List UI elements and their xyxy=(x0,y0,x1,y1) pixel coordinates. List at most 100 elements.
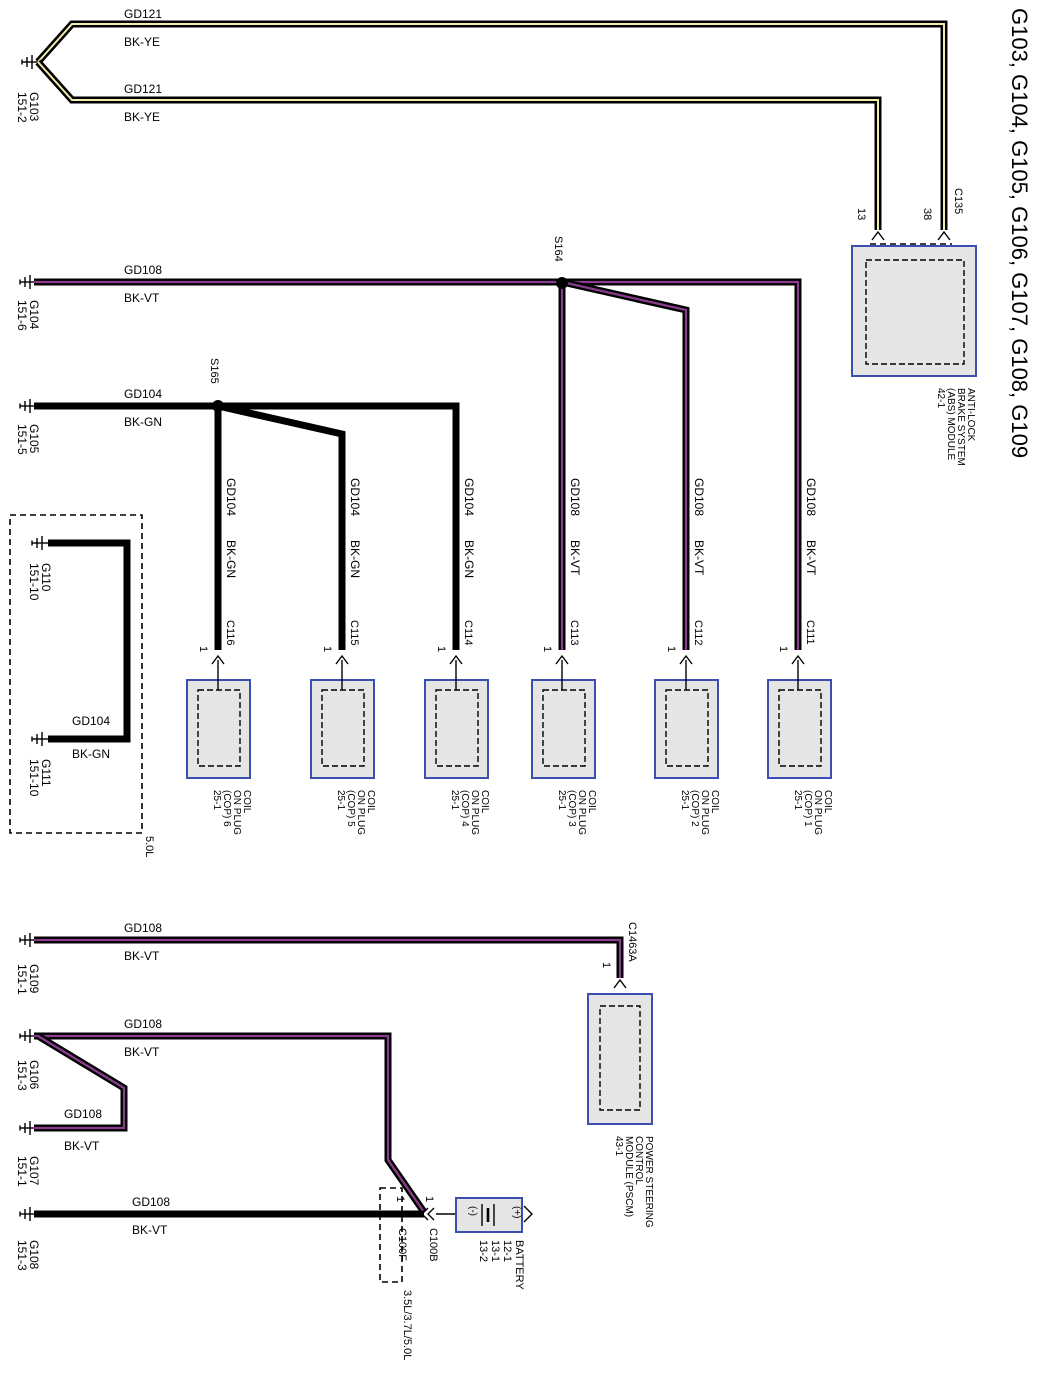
ground-g104: G104 151-6 xyxy=(15,274,41,331)
pscm-label-line3: MODULE (PSCM) xyxy=(623,1136,634,1217)
abs-label-line3: (ABS) MODULE xyxy=(945,388,956,461)
wire-gd108-g108-color: BK-VT xyxy=(132,1223,168,1237)
battery: (-) (+) BATTERY 12-1 13-1 13-2 xyxy=(436,1197,533,1290)
wire-gd108-g106-circuit: GD108 xyxy=(124,1017,162,1031)
wire-gd121-bottom-circuit: GD121 xyxy=(124,82,162,96)
diagram-title: G103, G104, G105, G106, G107, G108, G109 xyxy=(1007,8,1032,458)
coil-cop1-name: COIL xyxy=(822,790,833,814)
branch-1-circuit: GD104 xyxy=(224,478,238,516)
wire-gd108-main-circuit: GD108 xyxy=(124,263,162,277)
coil-cop2: C112 1 COIL ON PLUG (COP) 2 25-1 xyxy=(654,620,720,835)
ground-g105-location: 151-5 xyxy=(15,424,29,455)
wire-gd104-50l-color: BK-GN xyxy=(72,747,110,761)
coil-cop4-ref: 25-1 xyxy=(449,790,460,810)
ground-g111-location: 151-10 xyxy=(27,759,41,797)
ground-g110: G110 151-10 xyxy=(27,535,53,601)
branch-6-circuit: GD108 xyxy=(804,478,818,516)
coil-cop4-name: COIL xyxy=(479,790,490,814)
battery-ref3: 13-2 xyxy=(477,1240,489,1262)
pscm-label-line1: POWER STEERING xyxy=(643,1136,654,1228)
coil-cop6-line2: ON PLUG xyxy=(231,790,242,835)
branch-5-circuit: GD108 xyxy=(692,478,706,516)
branch-4-color: BK-VT xyxy=(568,540,582,576)
battery-name: BATTERY xyxy=(513,1240,525,1290)
branch-1-color: BK-GN xyxy=(224,540,238,578)
abs-label-line1: ANTI-LOCK xyxy=(965,388,976,442)
splice-s164-label: S164 xyxy=(552,236,564,262)
wire-gd108-g109-circuit: GD108 xyxy=(124,921,162,935)
ground-g107-name: G107 xyxy=(27,1156,41,1186)
coil-cop4-connector: C114 xyxy=(462,620,474,645)
coil-cop3-line3: (COP) 3 xyxy=(566,790,577,827)
coil-cop2-line3: (COP) 2 xyxy=(689,790,700,827)
coil-cop5-pin: 1 xyxy=(321,646,333,652)
coil-cop1-ref: 25-1 xyxy=(792,790,803,810)
ground-g103-location: 151-2 xyxy=(15,92,29,123)
coil-cop1-line2: ON PLUG xyxy=(812,790,823,835)
coil-cop3-connector: C113 xyxy=(568,620,580,645)
coil-cop6: C116 1 COIL ON PLUG (COP) 6 25-1 xyxy=(186,620,252,835)
pscm-label-ref: 43-1 xyxy=(613,1136,624,1156)
c100f-pin: 1 xyxy=(394,1196,406,1202)
coil-cop6-name: COIL xyxy=(241,790,252,814)
coil-cop2-line2: ON PLUG xyxy=(699,790,710,835)
coil-cop2-pin: 1 xyxy=(665,646,677,652)
coil-cop3-line2: ON PLUG xyxy=(576,790,587,835)
coil-cop1: C111 1 COIL ON PLUG (COP) 1 25-1 xyxy=(767,620,833,835)
pscm-pin: 1 xyxy=(600,962,612,968)
coil-cop2-ref: 25-1 xyxy=(679,790,690,810)
c100-engines-label: 3.5L/3.7L/5.0L xyxy=(401,1290,413,1360)
c100f-label: C100F xyxy=(396,1228,408,1261)
coil-cop5-connector: C115 xyxy=(348,620,360,645)
wire-gd108-g109-color: BK-VT xyxy=(124,949,160,963)
ground-g106-name: G106 xyxy=(27,1060,41,1090)
coil-cop5-line2: ON PLUG xyxy=(355,790,366,835)
coil-cop5-name: COIL xyxy=(365,790,376,814)
wire-gd108-g107 xyxy=(34,1033,128,1132)
abs-pin-13: 13 xyxy=(855,208,867,220)
ground-g106-location: 151-3 xyxy=(15,1060,29,1091)
coil-cop4-line2: ON PLUG xyxy=(469,790,480,835)
splice-s164 xyxy=(556,277,568,289)
wire-gd104-main-color: BK-GN xyxy=(124,415,162,429)
ground-g106: G106 151-3 xyxy=(15,1028,41,1091)
ground-g103: G103 151-2 xyxy=(15,54,41,123)
ground-g104-location: 151-6 xyxy=(15,300,29,331)
wire-gd108-g108-circuit: GD108 xyxy=(132,1195,170,1209)
abs-label-ref: 42-1 xyxy=(935,388,946,408)
wire-gd108-main xyxy=(34,278,802,650)
branch-4-circuit: GD108 xyxy=(568,478,582,516)
engine-5-0l-box xyxy=(9,514,143,834)
coil-cop3-pin: 1 xyxy=(541,646,553,652)
coil-cop3: C113 1 COIL ON PLUG (COP) 3 25-1 xyxy=(531,620,597,835)
wire-gd121 xyxy=(35,20,948,230)
branch-5-color: BK-VT xyxy=(692,540,706,576)
battery-plus: (+) xyxy=(511,1206,522,1219)
wire-gd121-top-circuit: GD121 xyxy=(124,7,162,21)
coil-cop6-connector: C116 xyxy=(224,620,236,645)
branch-3-circuit: GD104 xyxy=(462,478,476,516)
wire-gd108-g106 xyxy=(34,1032,427,1214)
ground-g109-name: G109 xyxy=(27,964,41,994)
abs-connector-c135: C135 xyxy=(952,188,964,214)
wire-gd108-g107-circuit: GD108 xyxy=(64,1107,102,1121)
coil-cop2-name: COIL xyxy=(709,790,720,814)
ground-g111-name: G111 xyxy=(39,759,53,787)
pscm-module: C1463A 1 POWER STEERING CONTROL MODULE (… xyxy=(587,922,654,1228)
c100b-label: C100B xyxy=(427,1228,439,1262)
wire-gd104-main xyxy=(34,402,460,650)
ground-g107-location: 151-1 xyxy=(15,1156,29,1187)
coil-cop1-line3: (COP) 1 xyxy=(802,790,813,827)
coil-cop4-pin: 1 xyxy=(435,646,447,652)
ground-g107: G107 151-1 xyxy=(15,1120,41,1187)
abs-label-line2: BRAKE SYSTEM xyxy=(955,388,966,466)
wire-gd104-50l xyxy=(48,539,131,743)
coil-cop3-name: COIL xyxy=(586,790,597,814)
wire-gd108-g106-color: BK-VT xyxy=(124,1045,160,1059)
branch-3-color: BK-GN xyxy=(462,540,476,578)
branch-2-circuit: GD104 xyxy=(348,478,362,516)
wire-gd108-g107-color: BK-VT xyxy=(64,1139,100,1153)
branch-2-color: BK-GN xyxy=(348,540,362,578)
coil-cop1-pin: 1 xyxy=(777,646,789,652)
